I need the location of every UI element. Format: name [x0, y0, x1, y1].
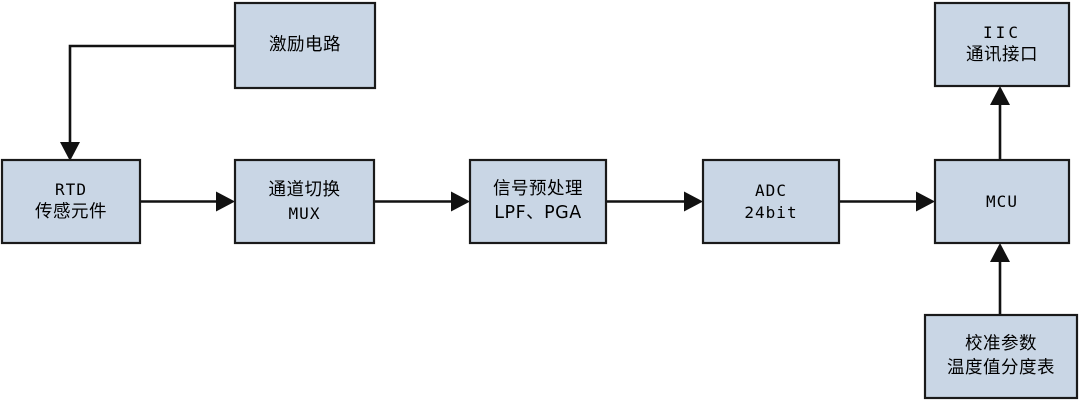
- connector-preprocessing-to-adc: [606, 191, 703, 212]
- node-excitation-circuit[interactable]: [233, 1, 377, 90]
- connector-adc-to-mcu: [839, 191, 935, 212]
- node-mcu[interactable]: [933, 158, 1071, 245]
- node-channel-mux[interactable]: [233, 158, 376, 245]
- connector-mcu-to-iic: [990, 86, 1010, 160]
- node-rtd-sensor[interactable]: [0, 158, 142, 245]
- connector-excitation-to-rtd: [60, 44, 235, 161]
- node-adc-24bit[interactable]: [701, 158, 841, 245]
- connector-calibration-to-mcu: [990, 243, 1010, 315]
- connector-mux-to-preprocessing: [374, 191, 470, 212]
- node-signal-preprocessing[interactable]: [468, 158, 608, 245]
- node-iic-interface[interactable]: [933, 1, 1071, 88]
- node-calibration-params[interactable]: [923, 313, 1079, 400]
- connection-layer: [60, 44, 1010, 315]
- connector-rtd-to-mux: [140, 191, 235, 212]
